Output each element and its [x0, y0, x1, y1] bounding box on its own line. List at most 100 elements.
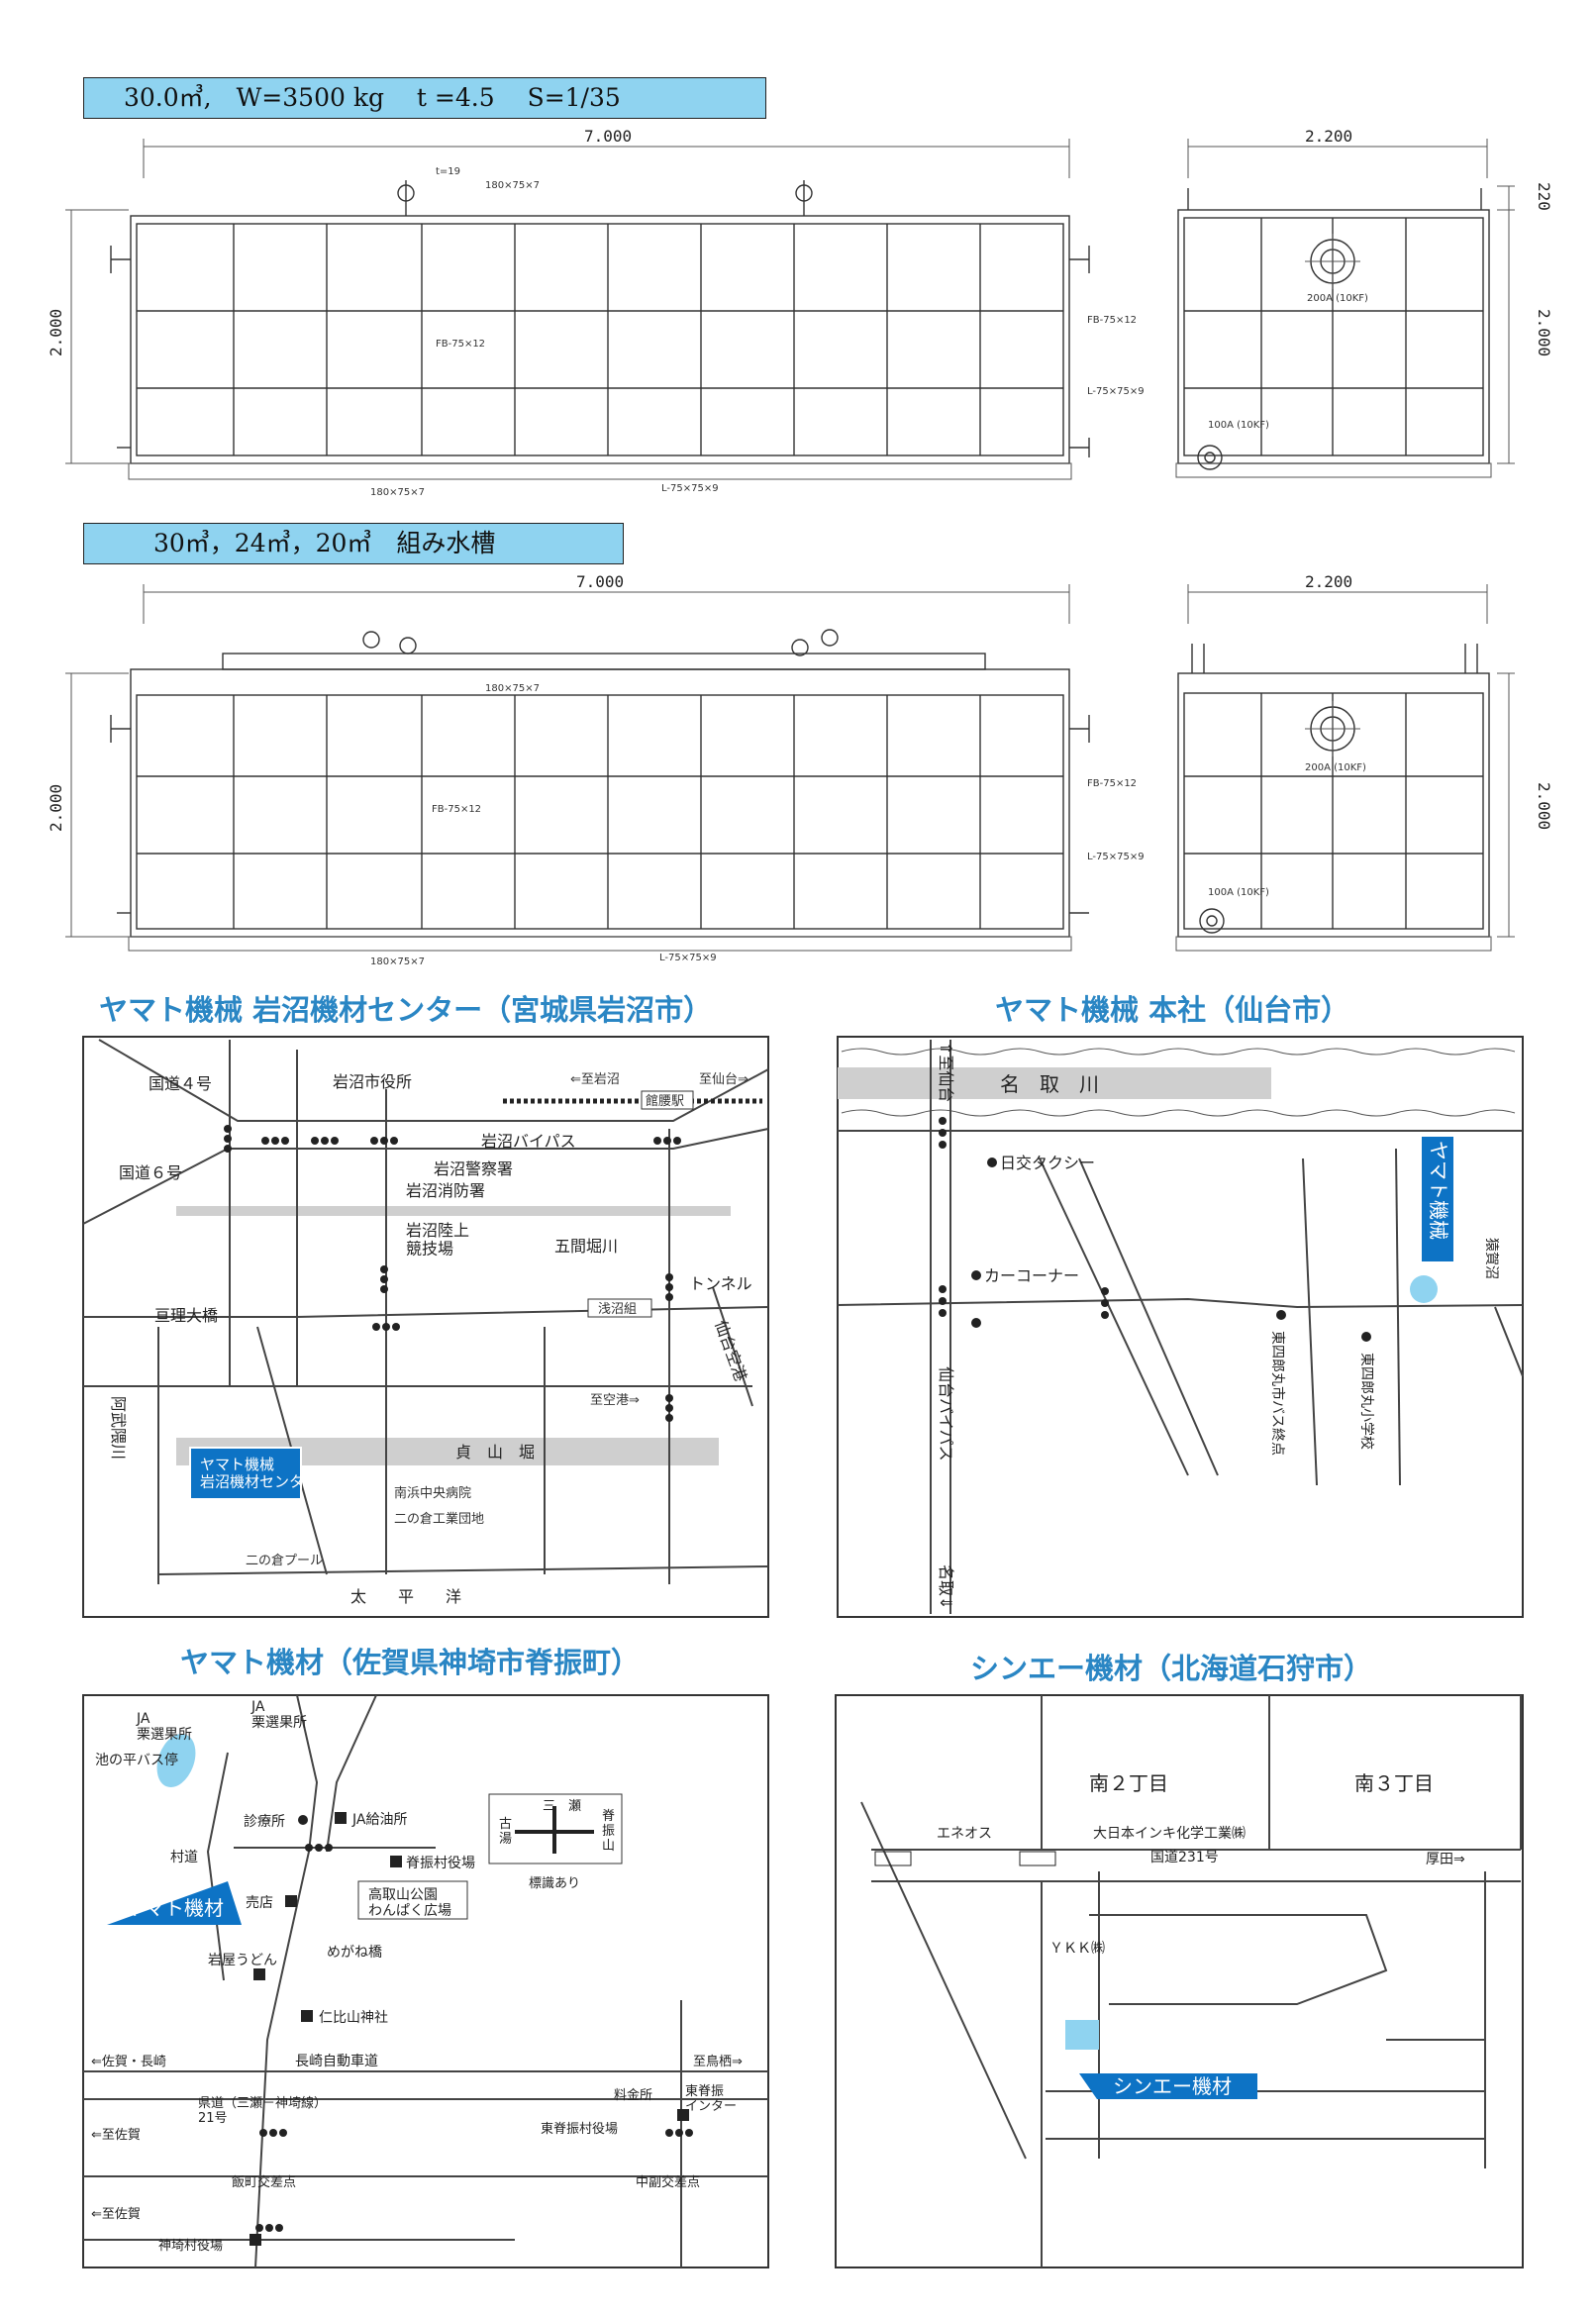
saga-to-tosu: 至鳥栖⇒	[693, 2055, 743, 2069]
saga-megane: めがね橋	[327, 1945, 382, 1961]
map-sendai: ⇑至仙台 名 取 川 日交タクシー カーコーナー 仙台バイパス 名取⇓ 東四郎丸…	[837, 1036, 1524, 1618]
iwanuma-route4: 国道４号	[149, 1074, 212, 1093]
iwanuma-police: 岩沼警察署	[434, 1159, 513, 1178]
drawing2-side-view: 7.000 2.000 180×75×7 FB-7	[47, 572, 1145, 967]
iwanuma-stadium: 岩沼陸上競技場	[406, 1221, 469, 1258]
drawing2-title: 30㎥，24㎥，20㎥ 組み水槽	[83, 523, 624, 564]
drawing2-fb-left-label: FB-75×12	[432, 804, 481, 815]
drawing1-t19-label: t=19	[436, 166, 460, 177]
drawing1-height-right: 2.000	[1535, 309, 1553, 356]
saga-toll: 料金所	[614, 2087, 652, 2103]
drawing2-angle-right-label: L-75×75×9	[1087, 852, 1145, 862]
drawing1-fb-left-label: FB-75×12	[436, 339, 485, 350]
saga-sign: 標識あり	[529, 1876, 580, 1891]
ishikari-company-marker: シンエー機材	[1113, 2074, 1232, 2098]
map-sendai-heading: ヤマト機械 本社（仙台市）	[995, 993, 1350, 1027]
iwanuma-asanuma: 浅沼組	[598, 1302, 637, 1317]
ishikari-ykk: ＹＫＫ㈱	[1049, 1941, 1105, 1957]
saga-meshida: 飯町交差点	[232, 2174, 296, 2190]
drawing2-height: 2.000	[47, 784, 65, 832]
saga-ic: 東脊振インター	[685, 2083, 737, 2114]
drawing2-length: 7.000	[576, 572, 624, 591]
saga-udon: 岩屋うどん	[208, 1953, 277, 1968]
ishikari-minami3: 南３丁目	[1354, 1771, 1434, 1795]
iwanuma-bypass: 岩沼バイパス	[481, 1132, 576, 1151]
map-iwanuma: 国道４号 国道６号 岩沼市役所 ⇐至岩沼 至仙台⇒ 館腰駅 岩沼バイパス 岩沼警…	[82, 1036, 769, 1618]
saga-sefuri-mt: 脊振山	[602, 1809, 615, 1854]
iwanuma-watari-bridge: 亘理大橋	[154, 1306, 218, 1325]
saga-company-marker: ヤマト機材	[125, 1896, 224, 1920]
drawing1-plate-bottom-label: 180×75×7	[370, 487, 425, 498]
drawing1-plate-top-label: 180×75×7	[485, 180, 540, 191]
saga-furuyu: 古湯	[499, 1817, 512, 1847]
sendai-bypass: 仙台バイパス	[937, 1366, 955, 1461]
saga-bus-stop: 池の平バス停	[95, 1752, 178, 1768]
saga-to-saga2: ⇐至佐賀	[91, 2207, 141, 2222]
saga-nakabaru: 中副交差点	[636, 2174, 700, 2190]
iwanuma-pacific: 太 平 洋	[350, 1587, 461, 1606]
saga-to-saga1: ⇐至佐賀	[91, 2128, 141, 2143]
sendai-school: 東四郎丸小学校	[1358, 1353, 1375, 1450]
drawing1-fb-right-label: FB-75×12	[1087, 315, 1137, 326]
iwanuma-ninokura-ind: 二の倉工業団地	[394, 1511, 484, 1527]
iwanuma-to-iwanuma: ⇐至岩沼	[570, 1072, 620, 1087]
drawing1-top-clearance: 220	[1535, 182, 1553, 211]
drawing2-fb-right-label: FB-75×12	[1087, 778, 1137, 789]
iwanuma-abukuma: 阿武隈川	[109, 1396, 128, 1460]
drawing1-width: 2.200	[1305, 127, 1352, 146]
drawing1-side-view: 7.000 2.000	[47, 127, 1145, 498]
iwanuma-hospital: 南浜中央病院	[394, 1485, 471, 1501]
iwanuma-route6: 国道６号	[119, 1163, 182, 1182]
saga-expressway: 長崎自動車道	[295, 2053, 378, 2069]
drawing2-angle-bottom-label: L-75×75×9	[659, 953, 717, 963]
saga-village-office: 脊振村役場	[406, 1856, 475, 1871]
drawing2-plate-top-label: 180×75×7	[485, 683, 540, 694]
ishikari-dainippon: 大日本インキ化学工業㈱	[1093, 1826, 1246, 1842]
drawing1-length: 7.000	[584, 127, 632, 146]
sendai-pond: 猿賀沼	[1483, 1238, 1499, 1279]
drawing2-nozzle-small: 100A (10KF)	[1208, 887, 1269, 898]
map-iwanuma-heading: ヤマト機械 岩沼機材センター（宮城県岩沼市）	[99, 993, 713, 1027]
sendai-company-marker: ヤマト機械	[1427, 1141, 1450, 1240]
sendai-taxi: 日交タクシー	[1000, 1154, 1095, 1172]
saga-shrine: 仁比山神社	[319, 2010, 388, 2026]
saga-gas: JA給油所	[351, 1812, 407, 1828]
saga-mise: 三 瀬	[543, 1799, 581, 1814]
iwanuma-gokenbori: 五間堀川	[554, 1237, 618, 1256]
ishikari-eneos: エネオス	[937, 1826, 992, 1842]
drawing2-nozzle-large: 200A (10KF)	[1305, 762, 1366, 773]
drawing2-end-view: 2.200 200A (10KF) 100A (10KF) 2.000	[1175, 572, 1553, 952]
saga-road-village: 村道	[170, 1850, 198, 1865]
ishikari-minami2: 南２丁目	[1089, 1771, 1168, 1795]
map-ishikari-heading: シンエー機材（北海道石狩市）	[970, 1652, 1373, 1685]
sendai-car-corner: カーコーナー	[984, 1266, 1079, 1285]
iwanuma-ninokura-pool: 二の倉プール	[246, 1554, 323, 1568]
iwanuma-company-marker: ヤマト機械岩沼機材センター	[200, 1456, 319, 1490]
saga-shop: 売店	[246, 1895, 273, 1911]
saga-prefectural: 県道（三瀬－神埼線）21号	[198, 2095, 327, 2126]
iwanuma-tunnel: トンネル	[689, 1274, 752, 1293]
map-saga-heading: ヤマト機材（佐賀県神埼市脊振町）	[180, 1646, 641, 1679]
drawing1-nozzle-large: 200A (10KF)	[1307, 293, 1368, 304]
iwanuma-station: 館腰駅	[646, 1094, 684, 1109]
drawing2-height-right: 2.000	[1535, 782, 1553, 830]
drawing1-angle-right-label: L-75×75×9	[1087, 386, 1145, 397]
drawing1-title: 30.0㎥, W=3500 kg t =4.5 S=1/35	[83, 77, 766, 119]
saga-clinic: 診療所	[244, 1813, 285, 1830]
drawing1-end-view: 2.200 200A (10KF) 100A (10KF) 220 2.000	[1175, 127, 1553, 478]
drawing2-width: 2.200	[1305, 572, 1352, 591]
saga-higashi-office: 東脊振村役場	[541, 2121, 618, 2137]
ishikari-atsuta: 厚田⇒	[1426, 1852, 1465, 1867]
iwanuma-city-hall: 岩沼市役所	[333, 1072, 412, 1091]
saga-park: 高取山公園わんぱく広場	[368, 1886, 451, 1919]
sendai-natori-river: 名 取 川	[1000, 1072, 1099, 1096]
sendai-to-sendai: ⇑至仙台	[937, 1042, 955, 1102]
saga-to-saga-nagasaki: ⇐佐賀・長崎	[91, 2055, 166, 2069]
drawing2-plate-bottom-label: 180×75×7	[370, 957, 425, 967]
map-ishikari: 南２丁目 南３丁目 エネオス 大日本インキ化学工業㈱ 国道231号 厚田⇒ ＹＫ…	[835, 1694, 1524, 2268]
